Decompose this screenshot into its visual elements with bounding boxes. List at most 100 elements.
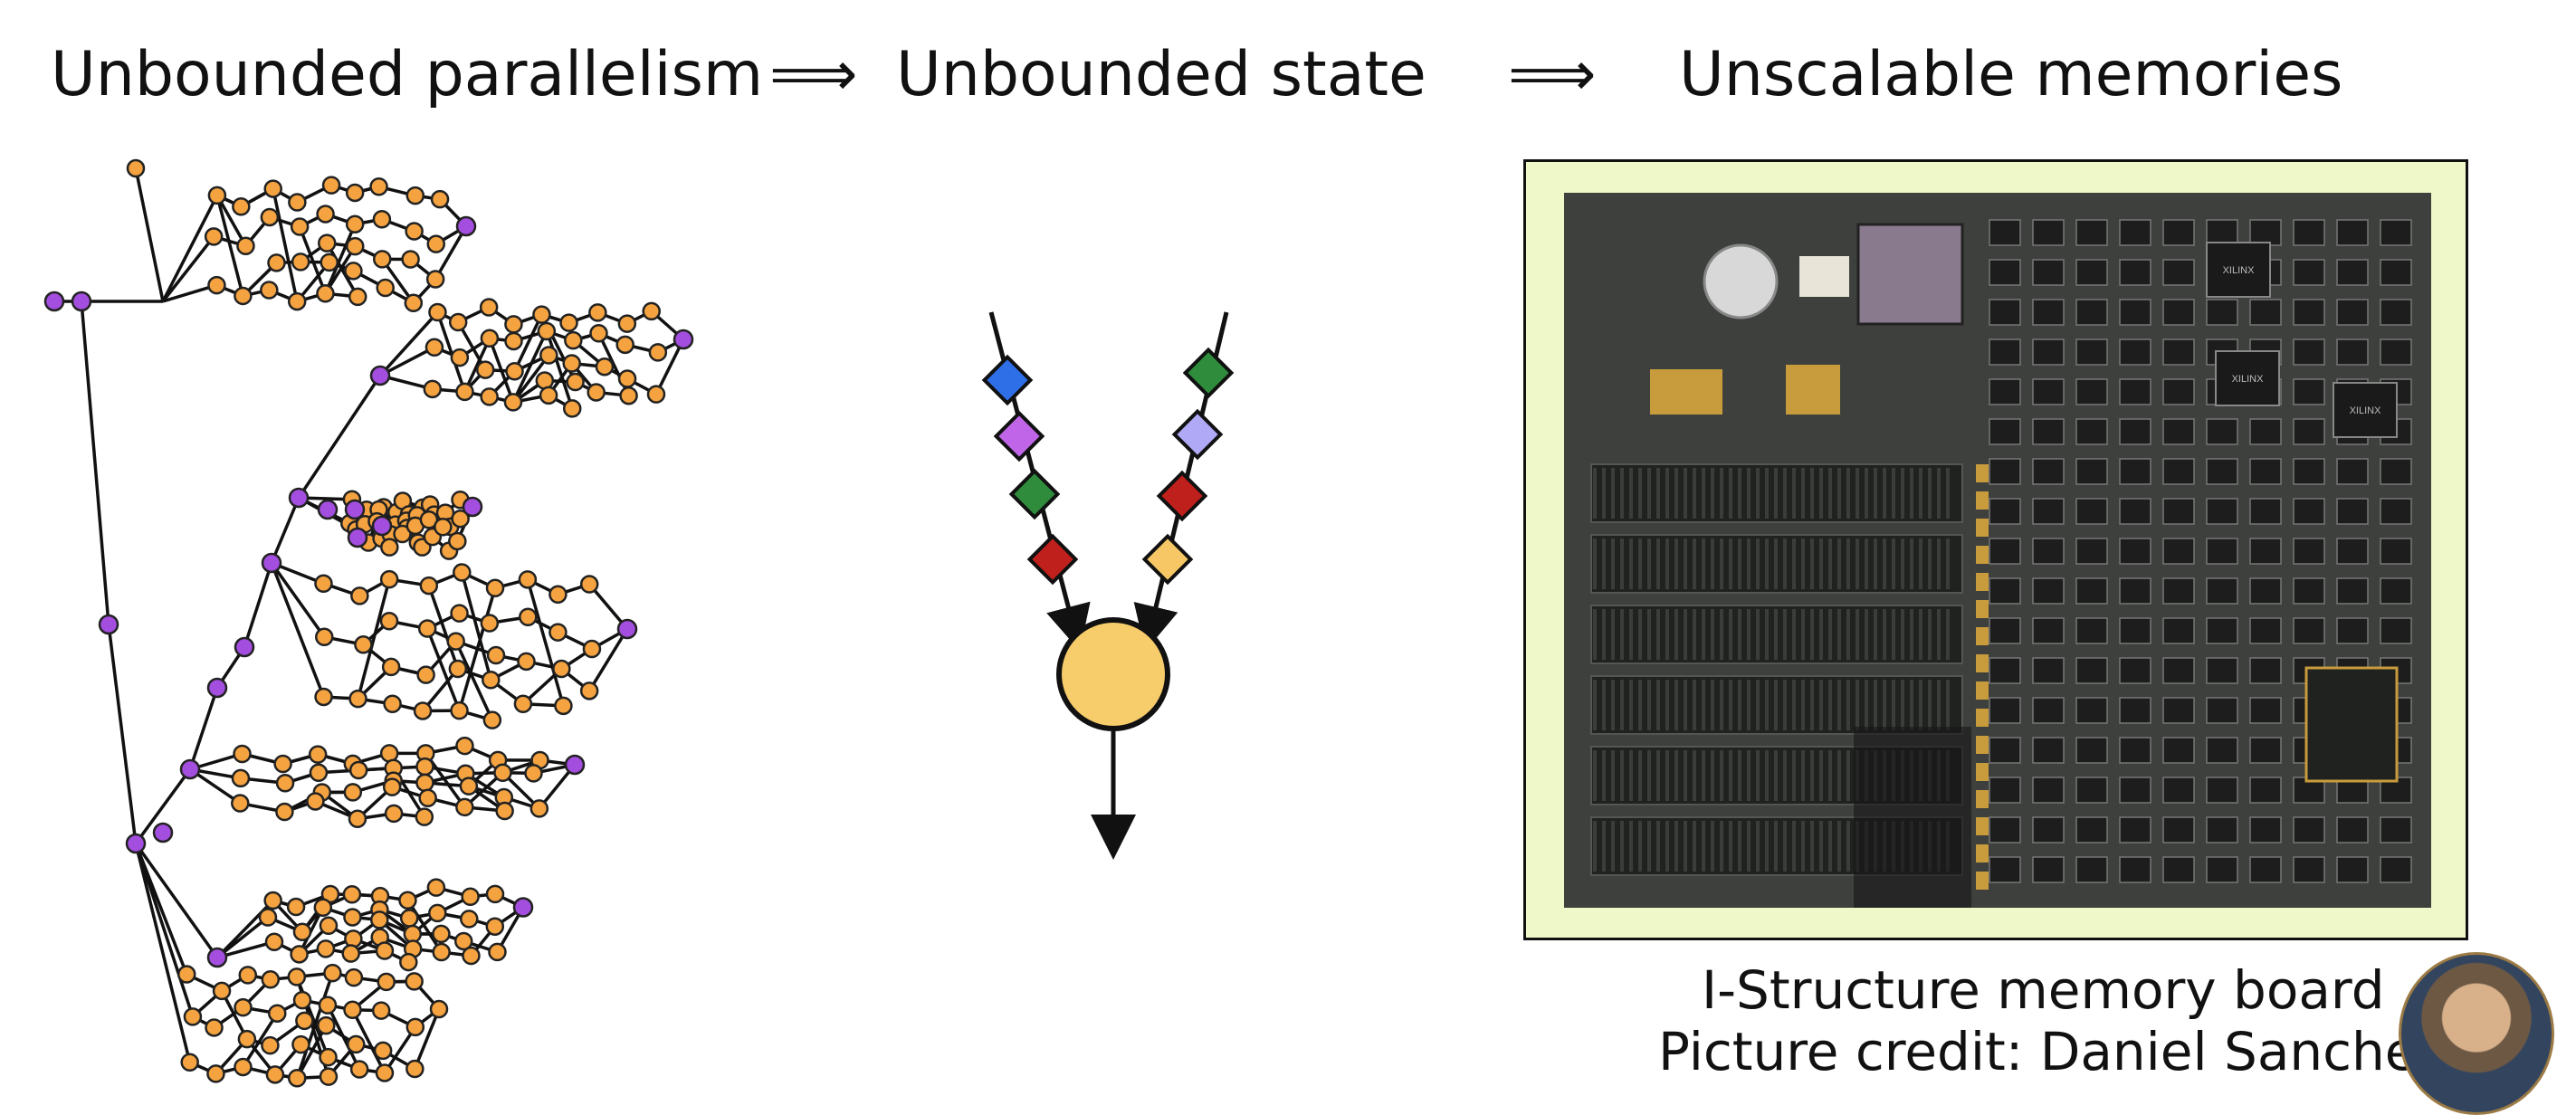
ic-chip (2163, 658, 2194, 683)
ic-chip (2033, 260, 2064, 285)
task-node (581, 577, 597, 593)
task-node (351, 587, 367, 604)
task-node (461, 910, 477, 927)
task-node (405, 295, 422, 311)
ic-chip (2076, 300, 2107, 325)
spawn-node (235, 638, 253, 656)
photo-caption: I-Structure memory board (1702, 959, 2385, 1021)
ic-chip (2207, 538, 2237, 564)
presenter-avatar (2399, 952, 2554, 1115)
task-node (540, 387, 557, 404)
task-node (182, 1054, 198, 1071)
task-node (178, 967, 195, 983)
task-node (277, 775, 293, 791)
spawn-node (373, 517, 391, 535)
task-node (383, 659, 399, 675)
task-node (531, 800, 548, 816)
ic-chip (2207, 817, 2237, 843)
spawn-node (457, 217, 475, 235)
tree-edge (190, 688, 217, 769)
task-node (533, 307, 549, 323)
ic-chip (2163, 339, 2194, 365)
task-node (456, 799, 472, 815)
task-node (406, 223, 423, 239)
task-node (564, 400, 580, 416)
task-node (461, 778, 477, 795)
task-node (214, 983, 230, 999)
processor-chip (1858, 224, 1962, 324)
task-node (648, 386, 664, 403)
ic-chip (2294, 260, 2324, 285)
ic-chip (2033, 220, 2064, 245)
ic-chip (2033, 339, 2064, 365)
task-node (350, 762, 367, 778)
task-node (291, 219, 308, 235)
ic-chip (2380, 817, 2411, 843)
task-node (487, 580, 503, 596)
ic-chip (2207, 618, 2237, 643)
task-node (482, 388, 498, 405)
task-node (505, 333, 521, 349)
task-node (234, 288, 251, 304)
task-node (429, 905, 445, 921)
ic-chip (2207, 220, 2237, 245)
task-node (434, 519, 451, 535)
task-node (590, 325, 606, 341)
task-node (489, 944, 505, 960)
tree-edge (299, 376, 380, 498)
task-node (294, 924, 310, 940)
task-node (650, 344, 666, 360)
gold-contact (1976, 790, 1989, 808)
task-node (371, 911, 387, 928)
task-node (233, 770, 249, 786)
data-token (1012, 472, 1058, 518)
spawn-node (618, 620, 636, 638)
task-node (418, 667, 434, 683)
task-node (345, 784, 361, 800)
ic-chip (2076, 220, 2107, 245)
task-node (262, 1037, 278, 1053)
ic-chip (2337, 857, 2368, 882)
gold-contact (1976, 681, 1989, 700)
ic-chip (2207, 738, 2237, 763)
data-token (1145, 537, 1191, 583)
ic-chip (2033, 459, 2064, 484)
tree-edge (272, 498, 299, 563)
spawn-node (514, 899, 532, 917)
ic-chip (2337, 339, 2368, 365)
reflection (1854, 727, 1971, 908)
task-node (307, 793, 323, 809)
ic-chip (2250, 857, 2281, 882)
ic-chip (2163, 698, 2194, 723)
ic-chip (2250, 578, 2281, 604)
task-node (239, 1031, 255, 1047)
task-node (619, 371, 635, 387)
task-node (291, 946, 308, 962)
task-node (494, 765, 510, 781)
ic-chip (2337, 817, 2368, 843)
ic-chip (2250, 499, 2281, 524)
tree-edge (109, 624, 136, 843)
task-node (260, 909, 276, 925)
task-node (452, 702, 468, 719)
task-node (381, 539, 397, 556)
task-node (617, 337, 634, 353)
task-node (349, 289, 366, 305)
task-node (269, 1005, 285, 1022)
task-node (206, 1019, 223, 1035)
task-node (619, 316, 635, 332)
ic-chip (2250, 220, 2281, 245)
tree-nodes (45, 160, 692, 1086)
ic-chip (2076, 738, 2107, 763)
task-node (584, 641, 600, 657)
task-node (289, 195, 305, 211)
spawn-node (208, 679, 226, 697)
ic-chip (2250, 419, 2281, 444)
gold-contact (1976, 573, 1989, 591)
ic-chip (2033, 738, 2064, 763)
task-node (481, 300, 497, 316)
task-node (540, 347, 557, 363)
task-node (449, 533, 465, 549)
ic-chip (2163, 817, 2194, 843)
ic-chip (2207, 459, 2237, 484)
